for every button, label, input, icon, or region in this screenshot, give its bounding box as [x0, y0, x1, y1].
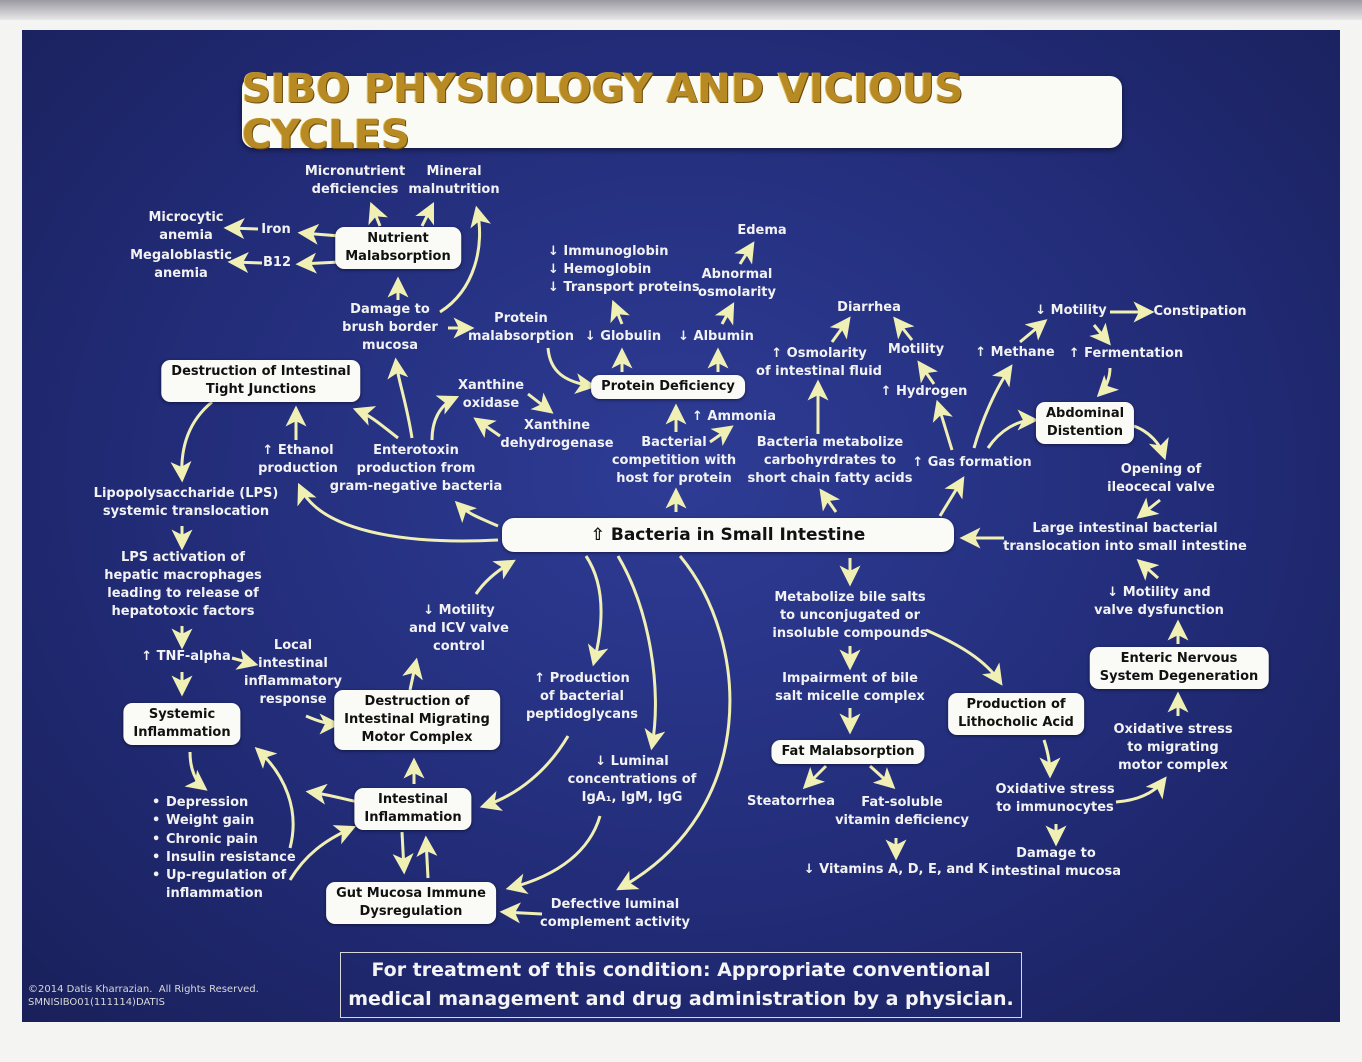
label-immunoglobin: ↓ Immunoglobin ↓ Hemoglobin ↓ Transport … — [548, 244, 700, 295]
node-bacteria-small-intestine: ⇧ Bacteria in Small Intestine — [502, 518, 954, 552]
symptom-item: Up-regulation of inflammation — [152, 867, 296, 904]
label-osmolarity-fluid: ↑ Osmolarity of intestinal fluid — [756, 346, 882, 379]
label-defective-complement: Defective luminal complement activity — [540, 897, 690, 930]
label-xanthine-dh: Xanthine dehydrogenase — [500, 418, 614, 451]
node-enteric-nervous: Enteric Nervous System Degeneration — [1089, 647, 1269, 689]
label-protein-malabsorption: Protein malabsorption — [467, 311, 575, 344]
label-peptidoglycans: ↑ Production of bacterial peptidoglycans — [525, 671, 639, 722]
label-micronutrient: Micronutrient deficiencies — [304, 164, 406, 197]
label-vitamins: ↓ Vitamins A, D, E, and K — [803, 862, 989, 877]
label-b12: B12 — [263, 255, 291, 270]
symptom-item: Chronic pain — [152, 831, 296, 850]
label-gas-formation: ↑ Gas formation — [912, 455, 1032, 470]
node-protein-deficiency: Protein Deficiency — [591, 375, 745, 399]
label-bacterial-competition: Bacterial competition with host for prot… — [611, 435, 737, 486]
label-fat-soluble: Fat-soluble vitamin deficiency — [835, 795, 969, 828]
label-fermentation: ↑ Fermentation — [1068, 346, 1184, 361]
label-tnf-alpha: ↑ TNF-alpha — [141, 649, 231, 664]
label-microcytic: Microcytic anemia — [148, 210, 224, 243]
label-ileocecal: Opening of ileocecal valve — [1107, 462, 1215, 495]
treatment-note-box: For treatment of this condition: Appropr… — [340, 952, 1022, 1018]
label-albumin: ↓ Albumin — [678, 329, 754, 344]
label-lps-activation: LPS activation of hepatic macrophages le… — [104, 550, 262, 619]
title-banner: SIBO PHYSIOLOGY AND VICIOUS CYCLES — [242, 66, 1122, 158]
scan-shadow — [0, 0, 1362, 20]
label-motility-d: Motility — [887, 342, 945, 357]
label-damage-mucosa: Damage to intestinal mucosa — [990, 846, 1122, 879]
label-lps: Lipopolysaccharide (LPS) systemic transl… — [93, 486, 279, 519]
node-gut-mucosa: Gut Mucosa Immune Dysregulation — [326, 882, 496, 924]
label-motility-icv: ↓ Motility and ICV valve control — [409, 603, 509, 654]
label-micelle: Impairment of bile salt micelle complex — [775, 671, 925, 704]
label-megaloblastic: Megaloblastic anemia — [130, 248, 232, 281]
label-diarrhea: Diarrhea — [837, 300, 901, 315]
label-damage-brush: Damage to brush border mucosa — [342, 302, 438, 353]
node-nutrient-malabsorption: Nutrient Malabsorption — [335, 227, 461, 269]
label-ammonia: ↑ Ammonia — [692, 409, 776, 424]
node-lithocholic-acid: Production of Lithocholic Acid — [948, 693, 1084, 735]
label-local-inflammatory: Local intestinal inflammatory response — [243, 638, 343, 707]
label-hydrogen: ↑ Hydrogen — [880, 384, 968, 399]
node-systemic-inflammation: Systemic Inflammation — [123, 703, 241, 745]
label-iron: Iron — [261, 222, 291, 237]
label-xanthine-oxidase: Xanthine oxidase — [457, 378, 525, 411]
label-globulin: ↓ Globulin — [584, 329, 662, 344]
symptom-item: Depression — [152, 794, 296, 813]
treatment-note: For treatment of this condition: Appropr… — [348, 959, 1014, 1010]
label-motility-valve: ↓ Motility and valve dysfunction — [1094, 585, 1224, 618]
node-migrating-motor-complex: Destruction of Intestinal Migrating Moto… — [334, 690, 500, 750]
symptom-item: Weight gain — [152, 812, 296, 831]
label-luminal-ig: ↓ Luminal concentrations of IgA₁, IgM, I… — [567, 754, 697, 805]
node-intestinal-inflammation: Intestinal Inflammation — [354, 788, 472, 830]
label-methane: ↑ Methane — [975, 345, 1055, 360]
node-fat-malabsorption: Fat Malabsorption — [771, 740, 925, 764]
label-oxidative-immuno: Oxidative stress to immunocytes — [995, 782, 1115, 815]
label-abnormal-osmolarity: Abnormal osmolarity — [698, 267, 776, 300]
label-motility-c: ↓ Motility — [1035, 303, 1107, 318]
label-bile-salts: Metabolize bile salts to unconjugated or… — [772, 590, 928, 641]
label-steatorrhea: Steatorrhea — [747, 794, 835, 809]
label-constipation: Constipation — [1153, 304, 1247, 319]
label-oxidative-mmc: Oxidative stress to migrating motor comp… — [1113, 722, 1233, 773]
node-tight-junctions: Destruction of Intestinal Tight Junction… — [161, 360, 361, 402]
label-large-translocation: Large intestinal bacterial translocation… — [1003, 521, 1247, 554]
label-mineral: Mineral malnutrition — [408, 164, 500, 197]
label-enterotoxin: Enterotoxin production from gram-negativ… — [329, 443, 503, 494]
node-abdominal-distention: Abdominal Distention — [1035, 402, 1135, 444]
page-title: SIBO PHYSIOLOGY AND VICIOUS CYCLES — [242, 66, 964, 158]
label-edema: Edema — [737, 223, 787, 238]
copyright-notice: ©2014 Datis Kharrazian. All Rights Reser… — [28, 984, 259, 1008]
symptom-list: Depression Weight gain Chronic pain Insu… — [152, 794, 296, 904]
symptom-item: Insulin resistance — [152, 849, 296, 868]
label-ethanol: ↑ Ethanol production — [258, 443, 338, 476]
label-scfa: Bacteria metabolize carbohyrdrates to sh… — [747, 435, 913, 486]
